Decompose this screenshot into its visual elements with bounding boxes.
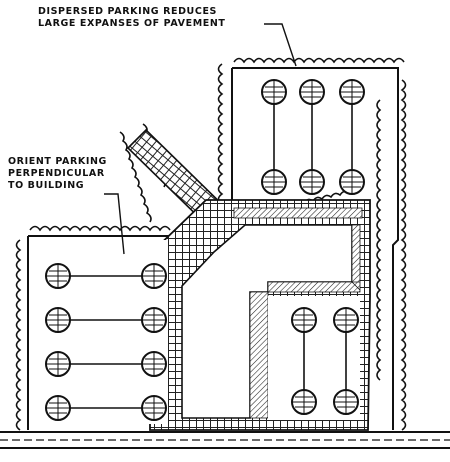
- tree-icon: [339, 169, 365, 195]
- tree-icon: [141, 263, 167, 289]
- tree-icon: [45, 307, 71, 333]
- left-parking-area-outline: [27, 235, 172, 430]
- tree-icon: [141, 307, 167, 333]
- tree-icon: [299, 169, 325, 195]
- tree-icon: [45, 351, 71, 377]
- dispersed-label-line-2: LARGE EXPANSES OF PAVEMENT: [38, 18, 226, 29]
- orient-label-line-2: PERPENDICULAR: [8, 168, 105, 179]
- tree-icon: [333, 307, 359, 333]
- orient-label-line-3: TO BUILDING: [8, 180, 85, 191]
- parking-trees: [45, 79, 365, 421]
- tree-icon: [261, 169, 287, 195]
- parking-tree-links: [62, 96, 353, 409]
- tree-icon: [141, 395, 167, 421]
- tree-icon: [299, 79, 325, 105]
- building-edge-hatching: [233, 207, 363, 419]
- dispersed-parking-leader: [264, 23, 297, 67]
- dispersed-label-line-1: DISPERSED PARKING REDUCES: [38, 6, 217, 17]
- tree-icon: [261, 79, 287, 105]
- tree-icon: [45, 395, 71, 421]
- tree-icon: [291, 307, 317, 333]
- tree-icon: [339, 79, 365, 105]
- tree-icon: [45, 263, 71, 289]
- orient-label-line-1: ORIENT PARKING: [8, 156, 107, 167]
- dispersed-parking-label: DISPERSED PARKING REDUCES LARGE EXPANSES…: [38, 6, 226, 30]
- tree-icon: [141, 351, 167, 377]
- tree-icon: [291, 389, 317, 415]
- orient-parking-leader: [104, 193, 125, 255]
- right-parking-area-outline: [232, 67, 399, 430]
- orient-parking-label: ORIENT PARKING PERPENDICULAR TO BUILDING: [8, 156, 107, 192]
- tree-icon: [333, 389, 359, 415]
- street-edge: [0, 431, 450, 449]
